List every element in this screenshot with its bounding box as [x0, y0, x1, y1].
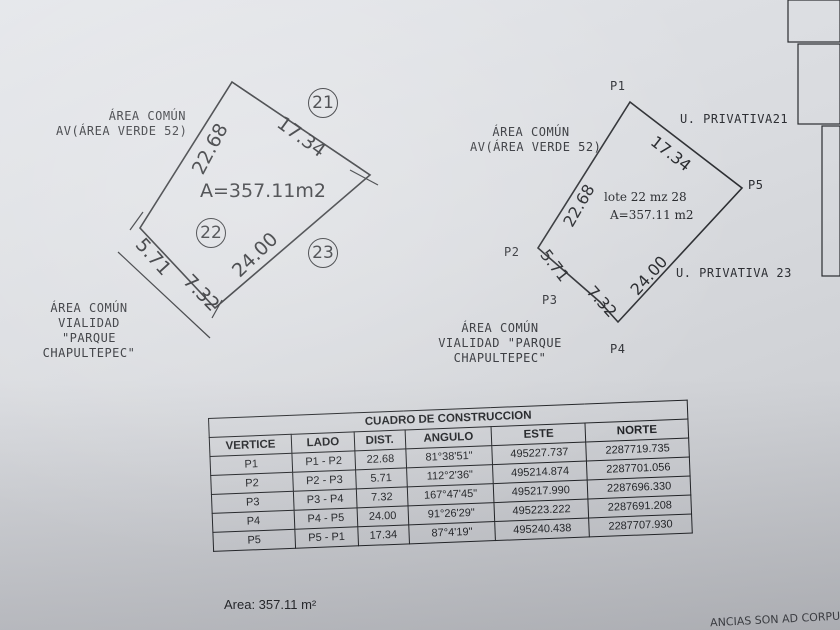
right-vialidad-line-1: ÁREA COMÚN: [461, 321, 539, 335]
vertex-p2: P2: [504, 245, 520, 259]
left-vialidad-line-3: "PARQUE: [61, 331, 117, 345]
cuadro-table: CUADRO DE CONSTRUCCION VERTICE LADO DIST…: [208, 400, 693, 552]
title-block-frame-2: [797, 43, 840, 125]
left-vialidad-line-2: VIALIDAD: [58, 316, 120, 330]
cell-vertice: P5: [212, 529, 296, 552]
vertex-p5: P5: [748, 178, 764, 192]
lot-number-22: 22: [196, 218, 226, 248]
vertex-p3: P3: [542, 293, 558, 307]
cell-este: 495240.438: [495, 517, 590, 541]
cell-dist: 7.32: [356, 486, 408, 508]
left-area-label: A=357.11m2: [200, 180, 326, 202]
left-tick-2: [211, 299, 223, 319]
cell-dist: 17.34: [357, 524, 410, 546]
cell-lado: P5 - P1: [294, 526, 359, 549]
lot-number-21: 21: [308, 88, 338, 118]
header-dist: DIST.: [354, 429, 406, 451]
cell-dist: 22.68: [354, 448, 407, 470]
header-lado: LADO: [291, 431, 355, 454]
left-area-comun-av-line-2: AV(ÁREA VERDE 52): [56, 124, 188, 138]
left-vialidad-line-4: CHAPULTEPEC": [42, 346, 136, 360]
vertex-p4: P4: [610, 342, 626, 356]
cell-lado: P4 - P5: [294, 507, 358, 530]
left-tick-1: [129, 211, 144, 231]
left-area-comun-av-line-1: ÁREA COMÚN: [108, 109, 186, 123]
lot-number-23: 23: [308, 238, 338, 268]
cell-dist: 24.00: [356, 505, 409, 527]
right-area-label: A=357.11 m2: [610, 208, 694, 222]
left-vialidad-line-1: ÁREA COMÚN: [50, 301, 128, 315]
cell-angulo: 87°4'19": [408, 521, 496, 544]
left-ext-line-2: [349, 169, 379, 186]
cell-norte: 2287707.930: [588, 514, 693, 537]
title-block-frame: [787, 0, 840, 43]
left-area-comun-vialidad: ÁREA COMÚN VIALIDAD "PARQUE CHAPULTEPEC": [14, 301, 164, 361]
right-vialidad-line-3: CHAPULTEPEC": [453, 351, 547, 365]
right-area-comun-av-line-2: AV(ÁREA VERDE 52): [470, 140, 602, 154]
privativa-21-label: U. PRIVATIVA21: [680, 112, 789, 126]
left-ext-line-1: [231, 81, 361, 169]
cell-dist: 5.71: [355, 467, 407, 489]
cell-lado: P1 - P2: [291, 450, 356, 473]
cell-lado: P3 - P4: [293, 488, 357, 511]
privativa-23-label: U. PRIVATIVA 23: [676, 266, 792, 280]
left-area-comun-av: ÁREA COMÚN AV(ÁREA VERDE 52): [56, 109, 187, 139]
footer-area-label: Area: 357.11 m²: [224, 597, 317, 612]
right-lote-label: lote 22 mz 28: [604, 190, 687, 204]
vertex-p1: P1: [610, 79, 626, 93]
title-block-frame-3: [821, 125, 840, 277]
right-lot-outline: [536, 100, 744, 324]
cuadro-de-construccion: CUADRO DE CONSTRUCCION VERTICE LADO DIST…: [208, 399, 710, 588]
right-vialidad-line-2: VIALIDAD "PARQUE: [438, 336, 562, 350]
right-area-comun-vialidad: ÁREA COMÚN VIALIDAD "PARQUE CHAPULTEPEC": [436, 321, 564, 366]
cell-lado: P2 - P3: [292, 469, 357, 492]
right-area-comun-av: ÁREA COMÚN AV(ÁREA VERDE 52): [470, 125, 602, 155]
right-area-comun-av-line-1: ÁREA COMÚN: [492, 125, 570, 139]
left-road-line: [117, 251, 211, 339]
